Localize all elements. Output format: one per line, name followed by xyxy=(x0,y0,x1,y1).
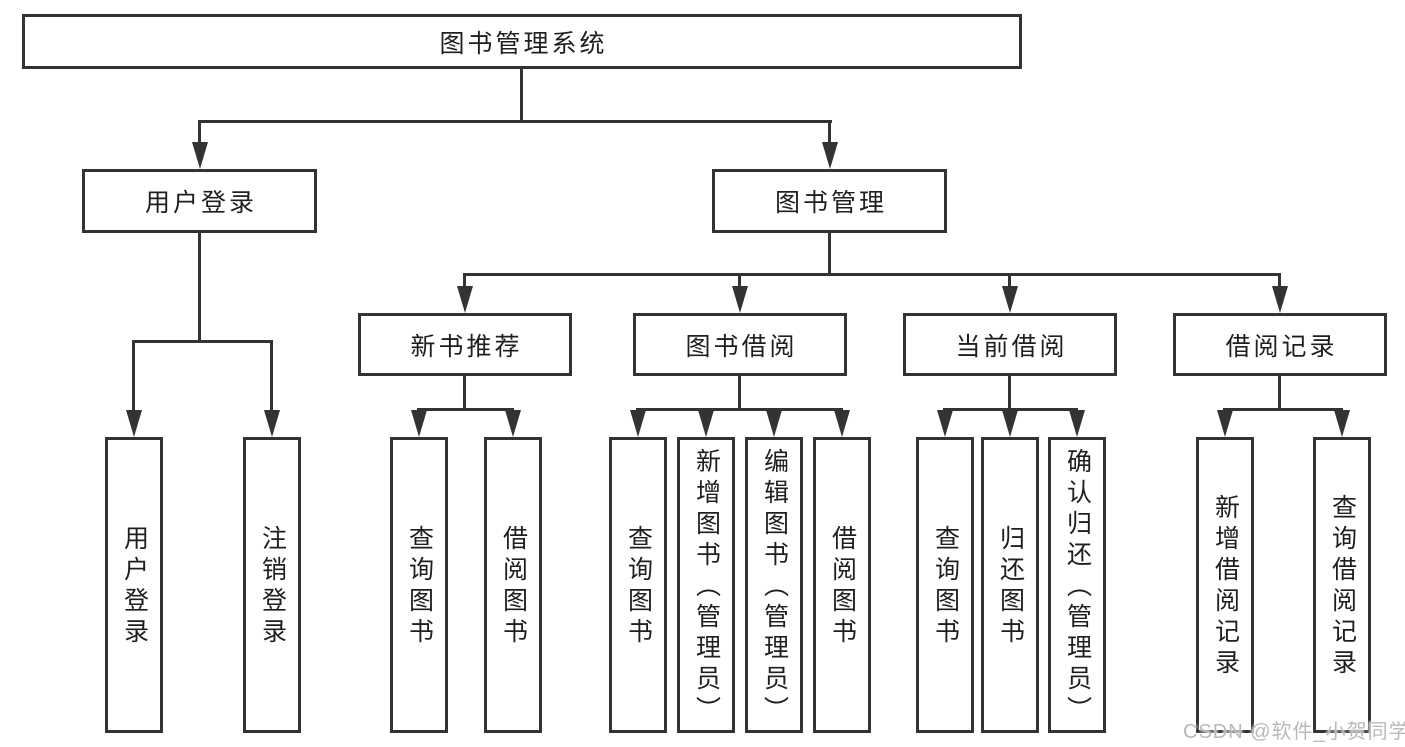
node-user-login: 用户登录 xyxy=(82,169,317,233)
leaf-cb-confirm-return-admin: 确认归还（管理员） xyxy=(1048,437,1106,733)
arrow-down-icon xyxy=(1069,410,1085,437)
arrow-down-icon xyxy=(698,410,714,437)
node-current-borrowing: 当前借阅 xyxy=(903,313,1117,376)
connector-drop xyxy=(132,340,135,415)
connector-rail-nbr xyxy=(417,408,514,411)
leaf-bb-add-books-admin: 新增图书（管理员） xyxy=(677,437,735,733)
connector-cb-stem xyxy=(1008,375,1011,411)
arrow-down-icon xyxy=(192,142,208,169)
arrow-down-icon xyxy=(834,410,850,437)
connector-rail-cb xyxy=(943,408,1078,411)
arrow-down-icon xyxy=(1334,410,1350,437)
node-book-borrowing: 图书借阅 xyxy=(633,313,847,376)
connector-drop xyxy=(828,120,831,146)
leaf-logout-login: 注销登录 xyxy=(243,437,301,733)
leaf-br-query-borrow-record: 查询借阅记录 xyxy=(1313,437,1371,733)
connector-drop xyxy=(1008,273,1011,291)
node-book-management: 图书管理 xyxy=(712,169,947,233)
connector-rail-br xyxy=(1223,408,1343,411)
connector-drop xyxy=(738,273,741,291)
arrow-down-icon xyxy=(457,286,473,313)
arrow-down-icon xyxy=(732,286,748,313)
connector-rail-userlogin xyxy=(132,340,273,343)
leaf-bb-edit-books-admin: 编辑图书（管理员） xyxy=(745,437,803,733)
leaf-nbr-query-books: 查询图书 xyxy=(390,437,448,733)
arrow-down-icon xyxy=(1002,286,1018,313)
connector-bookmgmt-stem xyxy=(828,232,831,276)
leaf-bb-query-books: 查询图书 xyxy=(609,437,667,733)
node-borrowing-records: 借阅记录 xyxy=(1173,313,1387,376)
leaf-cb-return-books: 归还图书 xyxy=(981,437,1039,733)
leaf-nbr-borrow-books: 借阅图书 xyxy=(484,437,542,733)
arrow-down-icon xyxy=(411,410,427,437)
connector-rail-level3 xyxy=(463,273,1281,276)
connector-rail-level2 xyxy=(198,120,832,123)
node-new-book-recommendation: 新书推荐 xyxy=(358,313,572,376)
arrow-down-icon xyxy=(1272,286,1288,313)
connector-drop xyxy=(270,340,273,415)
connector-userlogin-stem xyxy=(198,232,201,343)
connector-drop xyxy=(463,273,466,291)
arrow-down-icon xyxy=(822,142,838,169)
arrow-down-icon xyxy=(1217,410,1233,437)
leaf-user-login: 用户登录 xyxy=(105,437,163,733)
node-library-management-system: 图书管理系统 xyxy=(22,14,1022,69)
arrow-down-icon xyxy=(1002,410,1018,437)
connector-bb-stem xyxy=(738,375,741,411)
leaf-br-add-borrow-record: 新增借阅记录 xyxy=(1196,437,1254,733)
arrow-down-icon xyxy=(505,410,521,437)
arrow-down-icon xyxy=(937,410,953,437)
connector-root-stem xyxy=(520,68,523,123)
connector-rail-bb xyxy=(636,408,843,411)
connector-drop xyxy=(1278,273,1281,291)
connector-br-stem xyxy=(1278,375,1281,411)
leaf-cb-query-books: 查询图书 xyxy=(916,437,974,733)
connector-drop xyxy=(198,120,201,146)
arrow-down-icon xyxy=(766,410,782,437)
arrow-down-icon xyxy=(264,410,280,437)
connector-nbr-stem xyxy=(463,375,466,411)
arrow-down-icon xyxy=(126,410,142,437)
leaf-bb-borrow-books: 借阅图书 xyxy=(813,437,871,733)
arrow-down-icon xyxy=(630,410,646,437)
watermark: CSDN @软件_小贺同学 xyxy=(1183,721,1405,743)
